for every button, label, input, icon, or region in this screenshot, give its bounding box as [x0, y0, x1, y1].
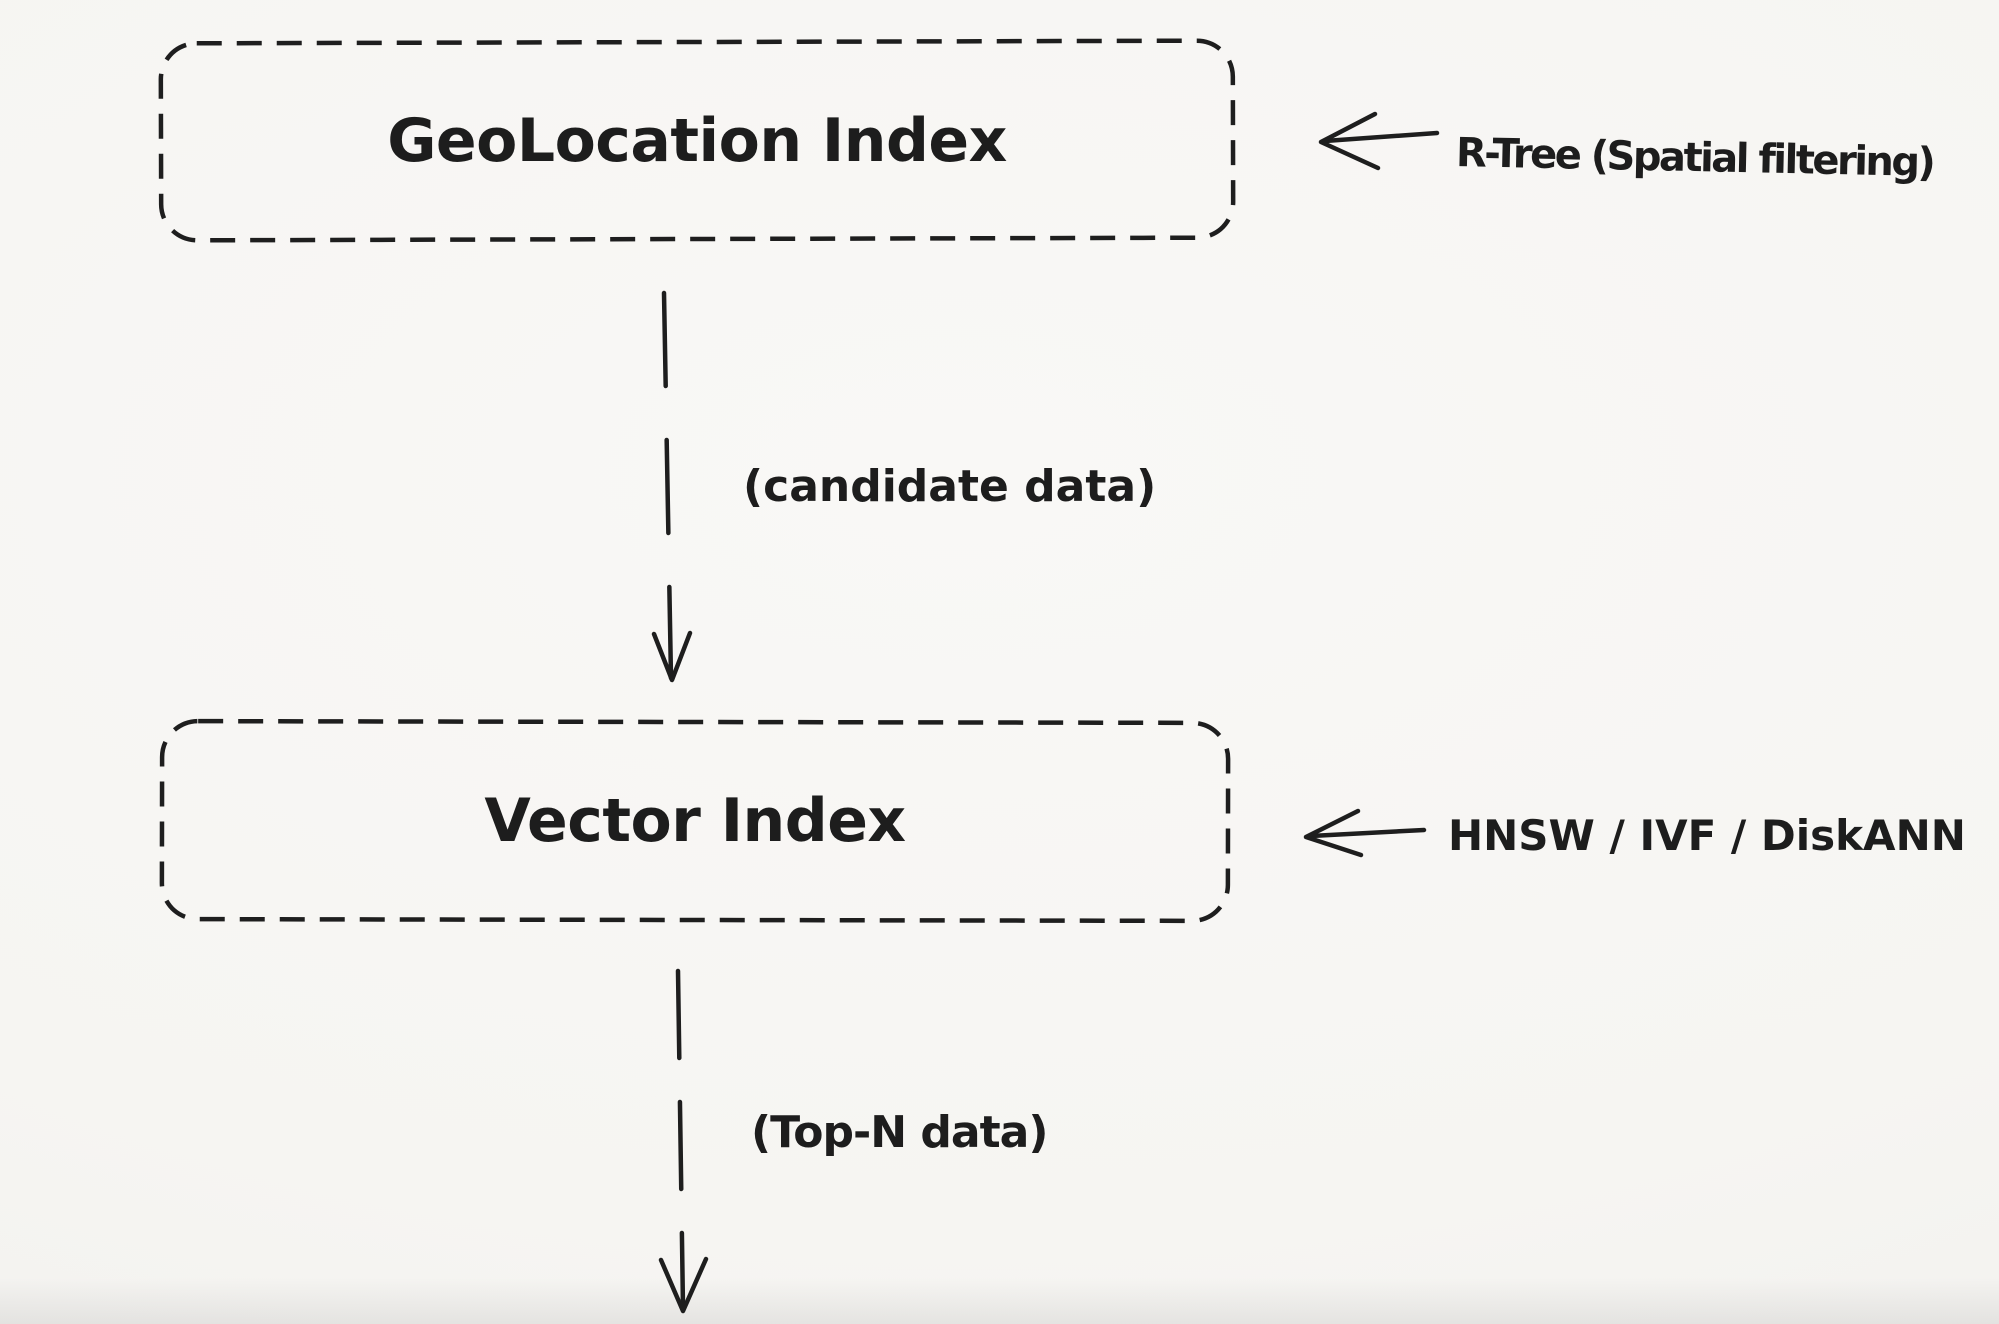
geolocation-index-label: GeoLocation Index	[387, 105, 1007, 176]
top-n-data-arrowhead	[658, 1256, 709, 1314]
top-n-data-arrow-shaft	[675, 968, 686, 1311]
r-tree-annotation-arrow-shaft	[1322, 130, 1440, 144]
geolocation-index-box	[158, 38, 1236, 243]
vector-index-label: Vector Index	[484, 786, 906, 856]
candidate-data-arrowhead	[651, 630, 693, 683]
vector-index-box	[159, 718, 1231, 924]
top-n-data-label: (Top-N data)	[751, 1107, 1048, 1158]
hnsw-annotation-label: HNSW / IVF / DiskANN	[1448, 811, 1966, 860]
candidate-data-arrow-shaft	[661, 290, 674, 681]
hnsw-annotation-arrowhead	[1303, 808, 1364, 858]
hnsw-annotation-arrow-shaft	[1308, 827, 1427, 839]
r-tree-annotation-arrowhead	[1318, 111, 1381, 171]
candidate-data-label: (candidate data)	[743, 461, 1157, 512]
